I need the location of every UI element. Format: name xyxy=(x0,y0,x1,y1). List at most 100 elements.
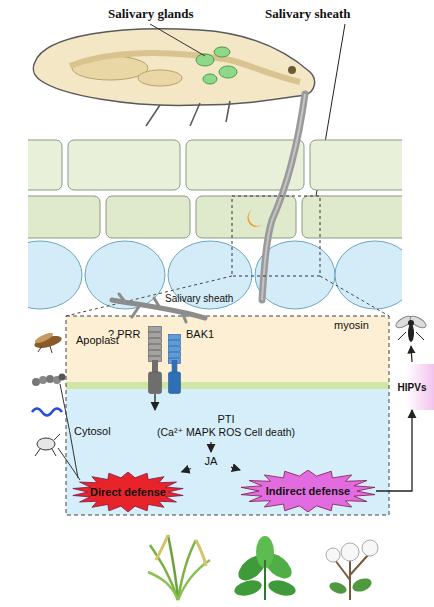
ja-node: JA xyxy=(191,452,231,470)
cotton-plant xyxy=(341,543,359,561)
volatile-arrow xyxy=(411,346,412,362)
aphid-icon xyxy=(35,449,40,456)
node-text: BAK1 xyxy=(186,328,214,341)
leafy-plant xyxy=(233,578,264,599)
wasp-icon xyxy=(408,324,414,342)
signal-arrow xyxy=(182,469,192,473)
aphid-icon xyxy=(35,434,60,456)
plant-cells xyxy=(28,241,82,309)
rice-plant xyxy=(148,535,210,600)
node-text: ? PRR xyxy=(108,328,140,341)
planthopper-icon xyxy=(50,346,52,353)
rice-plant xyxy=(178,540,196,600)
hipvs-cloud: HIPVs xyxy=(390,364,434,410)
plant-cells xyxy=(302,196,402,238)
leafy-plant xyxy=(264,560,266,600)
plant-cells xyxy=(28,140,402,309)
leafy-plant xyxy=(267,578,298,599)
stylet-sheath xyxy=(262,94,305,300)
plant-cells xyxy=(168,241,252,309)
insect-body xyxy=(33,29,314,106)
cytosol-region: CytosolPTI(Ca²⁺ MAPK ROS Cell death)JADi… xyxy=(66,382,389,515)
insect-body xyxy=(70,53,300,82)
nematode-icon xyxy=(32,409,62,416)
receptor-domain xyxy=(149,345,162,350)
insect-body xyxy=(33,29,314,126)
node-text: PTI xyxy=(217,413,234,426)
indirect-defense-burst: Indirect defense xyxy=(240,470,376,512)
apoplast-band: Apoplast? PRRBAK1 xyxy=(66,316,389,382)
transmembrane-domain xyxy=(172,360,178,372)
caterpillar-icon xyxy=(39,376,47,384)
signal-arrow xyxy=(231,467,240,470)
kinase-domain xyxy=(168,372,180,394)
signal-arrow xyxy=(154,394,155,410)
transmembrane-domain xyxy=(152,360,158,372)
part-label: Salivary glands xyxy=(108,6,194,22)
signal-arrow xyxy=(210,442,211,452)
myosin-symbol xyxy=(247,210,263,227)
salivary-sheath-branch xyxy=(119,294,186,322)
salivary-sheath-branch xyxy=(112,300,205,318)
receptor-domain xyxy=(168,341,180,346)
cotton-plant xyxy=(326,548,340,562)
prr-receptor: ? PRR xyxy=(148,326,162,394)
zoom-line xyxy=(320,276,389,316)
receptor-domain xyxy=(168,353,180,358)
aphid-icon xyxy=(37,438,55,450)
cotton-plant xyxy=(326,540,378,600)
plant-cells xyxy=(68,140,180,190)
part-label: Salivary sheath xyxy=(265,6,351,22)
plant-cells xyxy=(335,241,402,309)
planthopper-icon xyxy=(38,346,42,352)
caterpillar-icon xyxy=(46,375,54,383)
caterpillar-icon xyxy=(32,378,40,386)
node-text: Cytosol xyxy=(74,425,111,438)
rice-plant xyxy=(156,535,168,560)
herbivore-line xyxy=(58,384,80,480)
salivary-glands xyxy=(196,47,237,84)
insect-body xyxy=(138,70,182,86)
rice-plant xyxy=(196,540,206,566)
kinase-domain xyxy=(149,372,162,394)
node-text: Indirect defense xyxy=(266,485,350,498)
receptor-domain xyxy=(149,333,162,338)
part-label: Salivary sheath xyxy=(165,293,233,304)
wasp-icon xyxy=(398,332,406,340)
plant-cells xyxy=(310,140,402,190)
prr-receptor-shape xyxy=(148,326,162,394)
receptor-domain xyxy=(149,339,162,344)
myosin-symbol xyxy=(197,314,207,325)
pti-box: PTI(Ca²⁺ MAPK ROS Cell death) xyxy=(106,410,346,442)
signal-arrow xyxy=(376,410,412,491)
insect-body xyxy=(288,66,296,74)
caterpillar-icon xyxy=(59,374,66,381)
caterpillar-icon xyxy=(32,374,66,387)
legend-symbol xyxy=(319,320,329,331)
insect-body xyxy=(146,105,160,126)
zoom-line xyxy=(66,276,232,316)
receptor-domain xyxy=(168,335,180,340)
plant-cells xyxy=(85,241,165,309)
planthopper-icon xyxy=(34,331,55,345)
starburst-shape xyxy=(73,472,183,512)
receptor-domain xyxy=(168,347,180,352)
bak1-receptor: BAK1 xyxy=(168,326,181,394)
cotton-plant xyxy=(362,540,378,556)
salivary-sheath-branch xyxy=(112,294,205,322)
bak1-receptor-shape xyxy=(168,326,181,394)
stylet-sheath xyxy=(262,94,305,300)
aphid-icon xyxy=(54,434,60,440)
salivary-glands xyxy=(214,47,230,57)
plant-cells xyxy=(28,140,62,190)
rice-plant xyxy=(148,572,178,600)
zoom-panel-border xyxy=(66,316,389,515)
node-text: JA xyxy=(205,455,218,468)
aphid-icon xyxy=(52,449,56,456)
zoom-box xyxy=(232,196,320,276)
